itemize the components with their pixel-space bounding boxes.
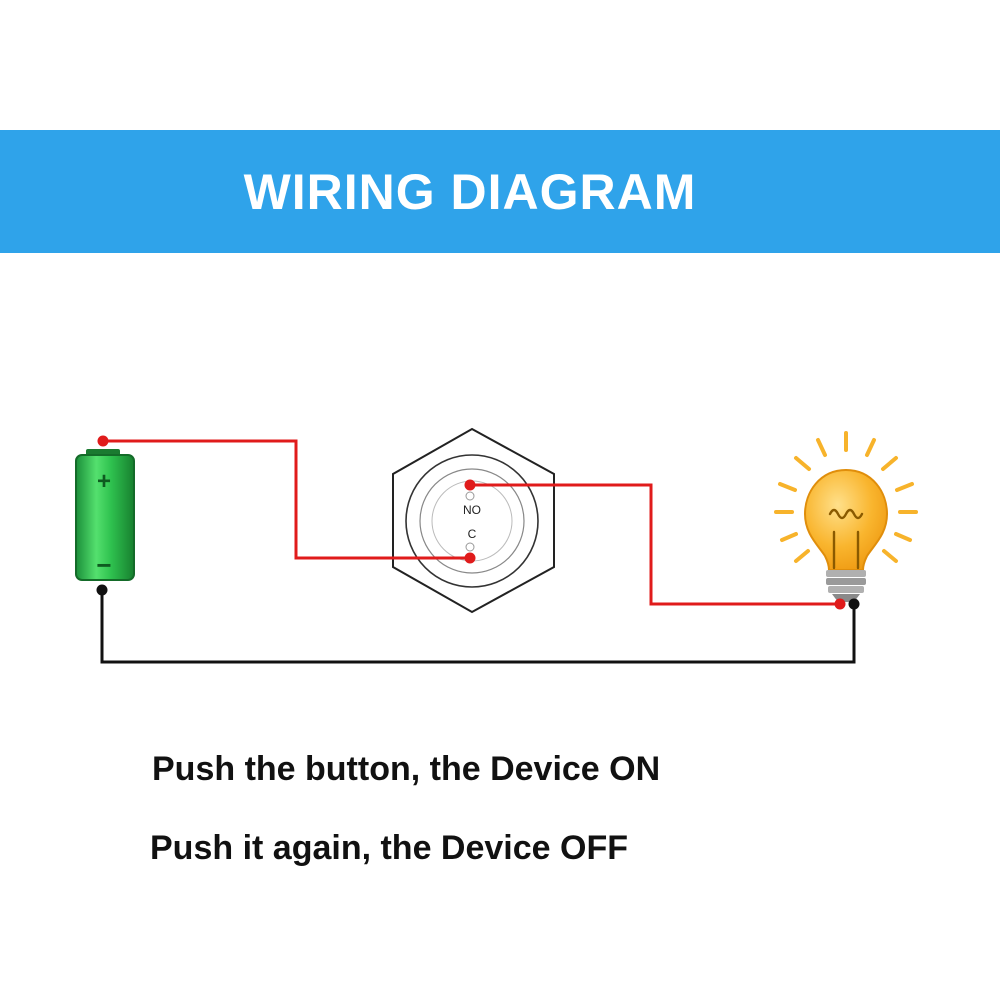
- battery-body: [75, 454, 135, 581]
- positive-wire-battery-to-switch: [103, 439, 470, 560]
- bulb-base-ring: [826, 570, 866, 577]
- battery-negative-terminal-dot: [96, 584, 108, 596]
- bulb-black-terminal-dot: [848, 598, 860, 610]
- push-button-switch: NO C: [392, 427, 555, 614]
- switch-no-terminal-dot: [464, 479, 476, 491]
- bulb-glass: [803, 468, 889, 571]
- bulb-base-ring: [828, 586, 864, 593]
- light-rays: [774, 431, 918, 563]
- light-bulb-icon: [774, 431, 918, 602]
- battery-positive-terminal-dot: [97, 435, 109, 447]
- battery-icon: + −: [75, 449, 135, 581]
- c-terminal-hole: [465, 542, 475, 552]
- bulb-filament: [828, 508, 864, 570]
- wire-switch-to-bulb: [470, 483, 840, 606]
- switch-outer-ring: [405, 454, 539, 588]
- instruction-line-off: Push it again, the Device OFF: [150, 829, 628, 867]
- no-terminal-label: NO: [463, 503, 481, 517]
- bulb-red-terminal-dot: [834, 598, 846, 610]
- c-terminal-label: C: [468, 527, 477, 541]
- title-banner: WIRING DIAGRAM: [0, 130, 1000, 253]
- no-terminal-hole: [465, 491, 475, 501]
- switch-inner-ring: [419, 468, 525, 574]
- instruction-line-on: Push the button, the Device ON: [152, 750, 661, 788]
- switch-c-terminal-dot: [464, 552, 476, 564]
- battery-negative-label: −: [96, 550, 111, 580]
- switch-hex-nut: [392, 427, 555, 614]
- battery-positive-label: +: [97, 468, 111, 495]
- page-title: WIRING DIAGRAM: [243, 163, 697, 220]
- negative-wire-battery-to-bulb: [100, 590, 856, 664]
- bulb-base-ring: [826, 578, 866, 585]
